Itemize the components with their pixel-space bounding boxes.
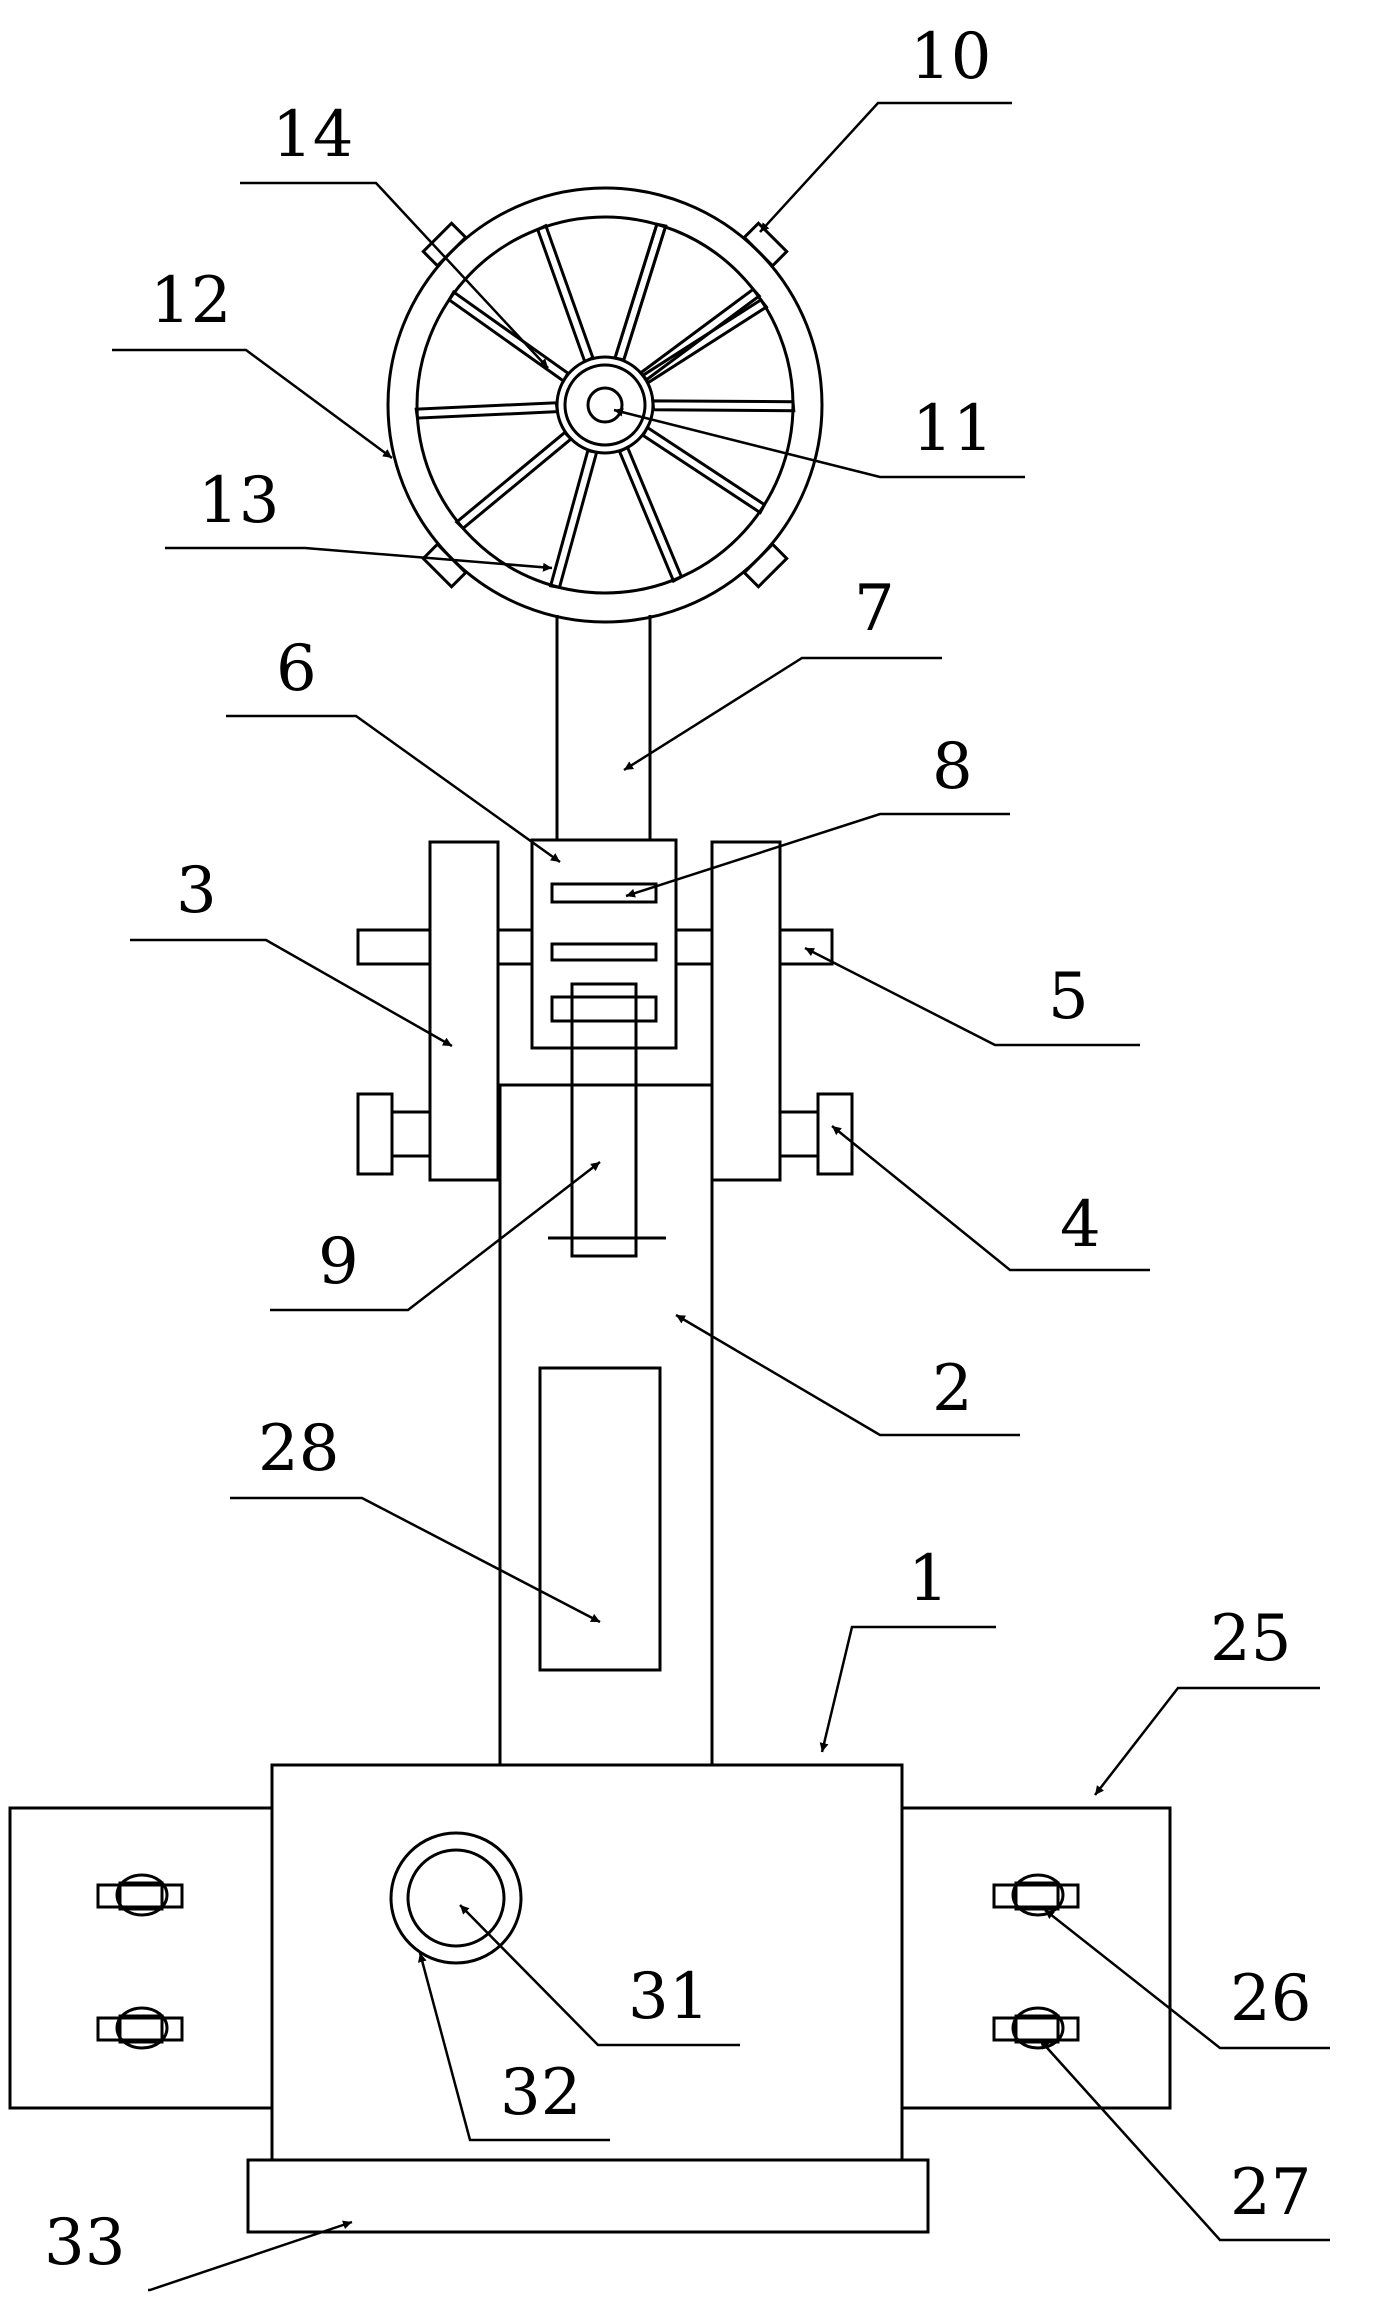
slot-lower (550, 942, 658, 962)
base-plate (246, 2158, 930, 2234)
label-7: 7 (854, 572, 895, 646)
leader-31 (459, 1904, 740, 2047)
label-11: 11 (912, 392, 993, 466)
leader-3 (130, 938, 453, 1048)
label-33: 33 (44, 2206, 125, 2280)
label-32: 32 (500, 2056, 581, 2130)
label-5: 5 (1048, 960, 1089, 1034)
outer-ring (389, 1831, 523, 1965)
slot-upper (550, 882, 658, 904)
rim-clip-top-left (421, 221, 468, 268)
blade-4 (641, 425, 767, 515)
leader-7 (623, 656, 942, 772)
blade-1 (613, 222, 668, 362)
cross-pin-left-end (356, 928, 432, 966)
label-14: 14 (272, 98, 353, 172)
label-9: 9 (318, 1225, 359, 1299)
leader-9 (270, 1161, 601, 1312)
leader-13 (165, 546, 553, 572)
label-31: 31 (628, 1960, 709, 2034)
column-window (538, 1366, 662, 1672)
wheel-blades (414, 222, 796, 590)
rim-clip-bottom-right (742, 542, 789, 589)
slide-block (530, 838, 678, 1050)
leader-25 (1094, 1686, 1320, 1796)
leader-12 (112, 348, 393, 460)
label-8: 8 (932, 730, 973, 804)
blade-10 (535, 223, 595, 364)
vertical-column (498, 1083, 714, 1767)
vertical-roller (570, 982, 638, 1258)
left-side-bracket (8, 1806, 274, 2110)
leader-10 (759, 101, 1012, 233)
label-6: 6 (276, 632, 317, 706)
rim-clip-top-right (742, 221, 789, 268)
blade-5 (617, 445, 684, 584)
left-knob (356, 1092, 432, 1176)
label-10: 10 (910, 20, 991, 94)
label-27: 27 (1230, 2156, 1311, 2230)
bolt-right-upper (992, 1873, 1080, 1917)
leader-28 (230, 1496, 601, 1624)
leader-33 (148, 2220, 353, 2292)
right-knob (778, 1092, 854, 1176)
leader-8 (625, 812, 1010, 898)
label-3: 3 (176, 854, 217, 928)
leader-1 (819, 1625, 996, 1753)
cross-pin-right-end (778, 928, 834, 966)
label-25: 25 (1210, 1602, 1291, 1676)
label-28: 28 (258, 1412, 339, 1486)
rim-clip-bottom-left (421, 542, 468, 589)
hub-middle (563, 363, 647, 447)
leader-2 (675, 1313, 1020, 1437)
main-body (270, 1763, 904, 2162)
label-12: 12 (150, 264, 231, 338)
wheel-inner-rim (415, 215, 795, 595)
leader-6 (226, 714, 561, 864)
bolt-left-upper (96, 1873, 184, 1917)
hub-inner (586, 386, 624, 424)
blade-3 (651, 399, 796, 413)
wheel-outer-rim (386, 186, 824, 624)
blade-8 (414, 401, 560, 420)
label-1: 1 (908, 1542, 949, 1616)
bolt-right-lower (992, 2006, 1080, 2050)
bolt-left-lower (96, 2006, 184, 2050)
leader-26 (1044, 1909, 1330, 2050)
right-clamp-plate (710, 840, 782, 1182)
blade-12 (638, 287, 762, 382)
blade-11 (613, 222, 668, 362)
blade-9 (447, 289, 570, 384)
label-4: 4 (1060, 1188, 1101, 1262)
blade-6 (548, 448, 599, 590)
leader-27 (1039, 2039, 1330, 2242)
label-13: 13 (198, 464, 279, 538)
leader-32 (417, 1952, 610, 2142)
left-clamp-plate (428, 840, 500, 1182)
leader-14 (240, 181, 549, 369)
leader-11 (613, 407, 1025, 479)
slot-bracket (550, 995, 658, 1023)
blade-7 (454, 430, 574, 531)
inner-hole (406, 1848, 506, 1948)
right-side-bracket (900, 1806, 1172, 2110)
label-2: 2 (932, 1352, 973, 1426)
label-26: 26 (1230, 1962, 1311, 2036)
leader-4 (831, 1125, 1150, 1272)
leader-5 (804, 946, 1140, 1047)
